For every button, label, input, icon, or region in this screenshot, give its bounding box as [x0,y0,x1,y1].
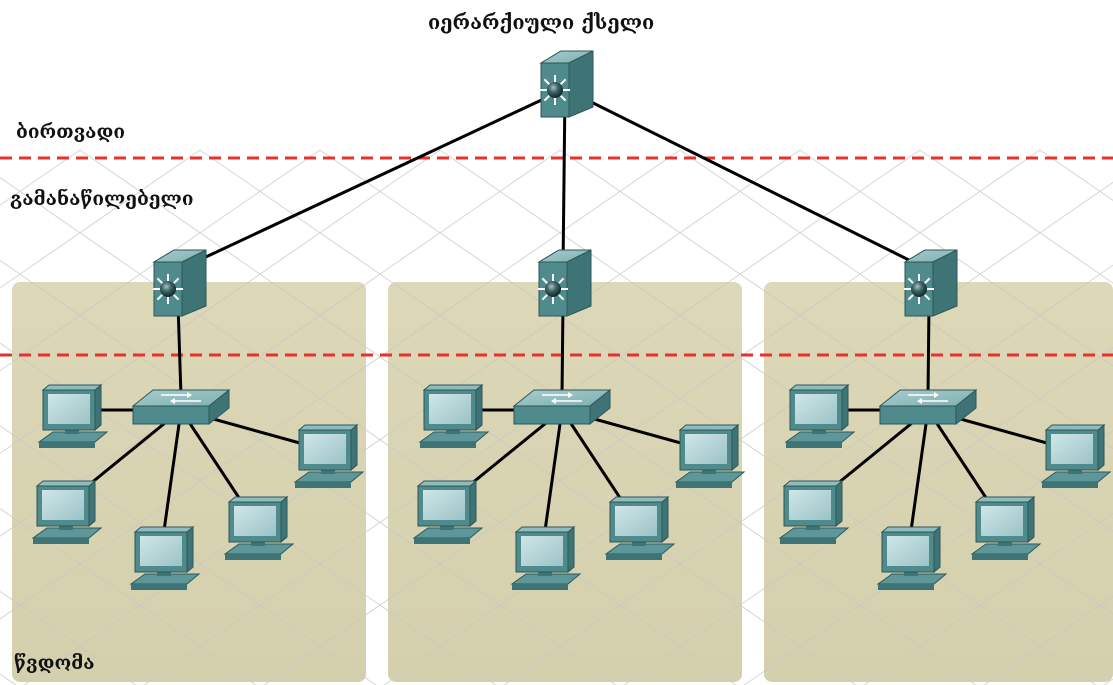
pc-icon [970,495,1042,560]
access-zone-1 [12,282,366,682]
pc-icon [412,479,484,544]
pc-icon [1040,423,1112,488]
pc-icon [129,525,201,590]
grid-line [0,176,737,685]
access-layer-label: წვდომა [14,652,95,674]
grid-line [23,149,801,685]
access-switch-icon-2 [512,388,612,426]
core-layer-label: ბირთვადი [16,121,125,143]
pc-icon [778,479,850,544]
pc-icon [604,495,676,560]
access-switch-icon-1 [131,388,231,426]
grid-line [743,430,1113,685]
distribution-switch-icon-2 [537,249,592,317]
grid-line [0,425,377,685]
grid-line [0,259,617,685]
grid-line [0,508,257,685]
pc-icon [293,423,365,488]
grid-line [919,149,1113,284]
layer-dividers [0,156,1113,357]
pc-icon [31,479,103,544]
distribution-access-link-3 [926,302,931,398]
grid-line [0,149,201,289]
grid-line [799,149,1113,367]
grid-line [623,347,1113,685]
pc-icon [876,525,948,590]
access-zone-3 [764,282,1113,682]
grid-line [319,149,1097,685]
pc-icon [418,383,490,448]
distribution-layer-label: გამანაწილებელი [10,188,194,210]
pc-icon [37,383,109,448]
pc-icon [674,423,746,488]
core-distribution-link-2 [561,87,567,272]
distribution-access-link-1 [176,302,183,398]
pc-icon [223,495,295,560]
access-switch-icon-3 [878,388,978,426]
pc-icon [784,383,856,448]
core-distribution-link-3 [563,87,931,272]
grid-line [263,149,1041,685]
grid-line [983,595,1113,685]
grid-line [0,149,681,620]
distribution-switch-icon-1 [152,249,207,317]
distribution-switch-icon-3 [903,249,958,317]
network-devices [31,50,1112,590]
pc-icon [510,525,582,590]
core-switch-icon [539,50,594,118]
grid-line [0,590,137,685]
grid-line [679,149,1113,450]
grid-line [383,181,1113,685]
core-distribution-link-1 [176,87,567,272]
diagram-title: იერარქიული ქსელი [428,10,655,34]
distribution-access-link-2 [560,302,565,398]
grid-line [0,342,497,685]
grid-line [863,512,1113,685]
grid-line [0,149,321,372]
